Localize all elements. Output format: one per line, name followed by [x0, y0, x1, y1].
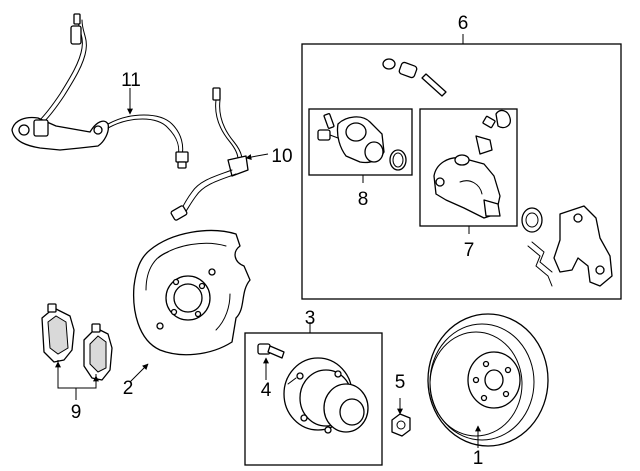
brake-rotor [427, 313, 549, 447]
callout-4: 4 [261, 380, 272, 401]
leader-10 [245, 153, 269, 160]
callout-8: 8 [358, 189, 369, 210]
callout-11: 11 [121, 70, 141, 91]
callout-6: 6 [458, 13, 469, 34]
leader-2 [129, 363, 149, 383]
hub-bearing-assembly [283, 357, 369, 434]
hub-assembly-box [244, 332, 383, 466]
callout-10: 10 [271, 146, 292, 167]
caliper-bracket [521, 205, 613, 287]
brake-hose [170, 87, 249, 221]
caliper-housing [433, 154, 501, 219]
parking-brake-actuator [317, 113, 407, 171]
hub-bolt [257, 343, 285, 359]
abs-sensor-harness [11, 13, 189, 169]
callout-2: 2 [123, 378, 134, 399]
axle-nut [391, 413, 411, 437]
backing-plate [132, 229, 251, 356]
callout-1: 1 [473, 448, 484, 469]
callout-7: 7 [464, 240, 475, 261]
brake-pads [41, 303, 113, 381]
callout-9: 9 [71, 402, 82, 423]
callout-3: 3 [305, 308, 316, 329]
guide-pin-kit [382, 58, 511, 155]
parking-actuator-box [308, 108, 413, 176]
caliper-assembly-box [301, 43, 622, 300]
callout-5: 5 [395, 372, 406, 393]
